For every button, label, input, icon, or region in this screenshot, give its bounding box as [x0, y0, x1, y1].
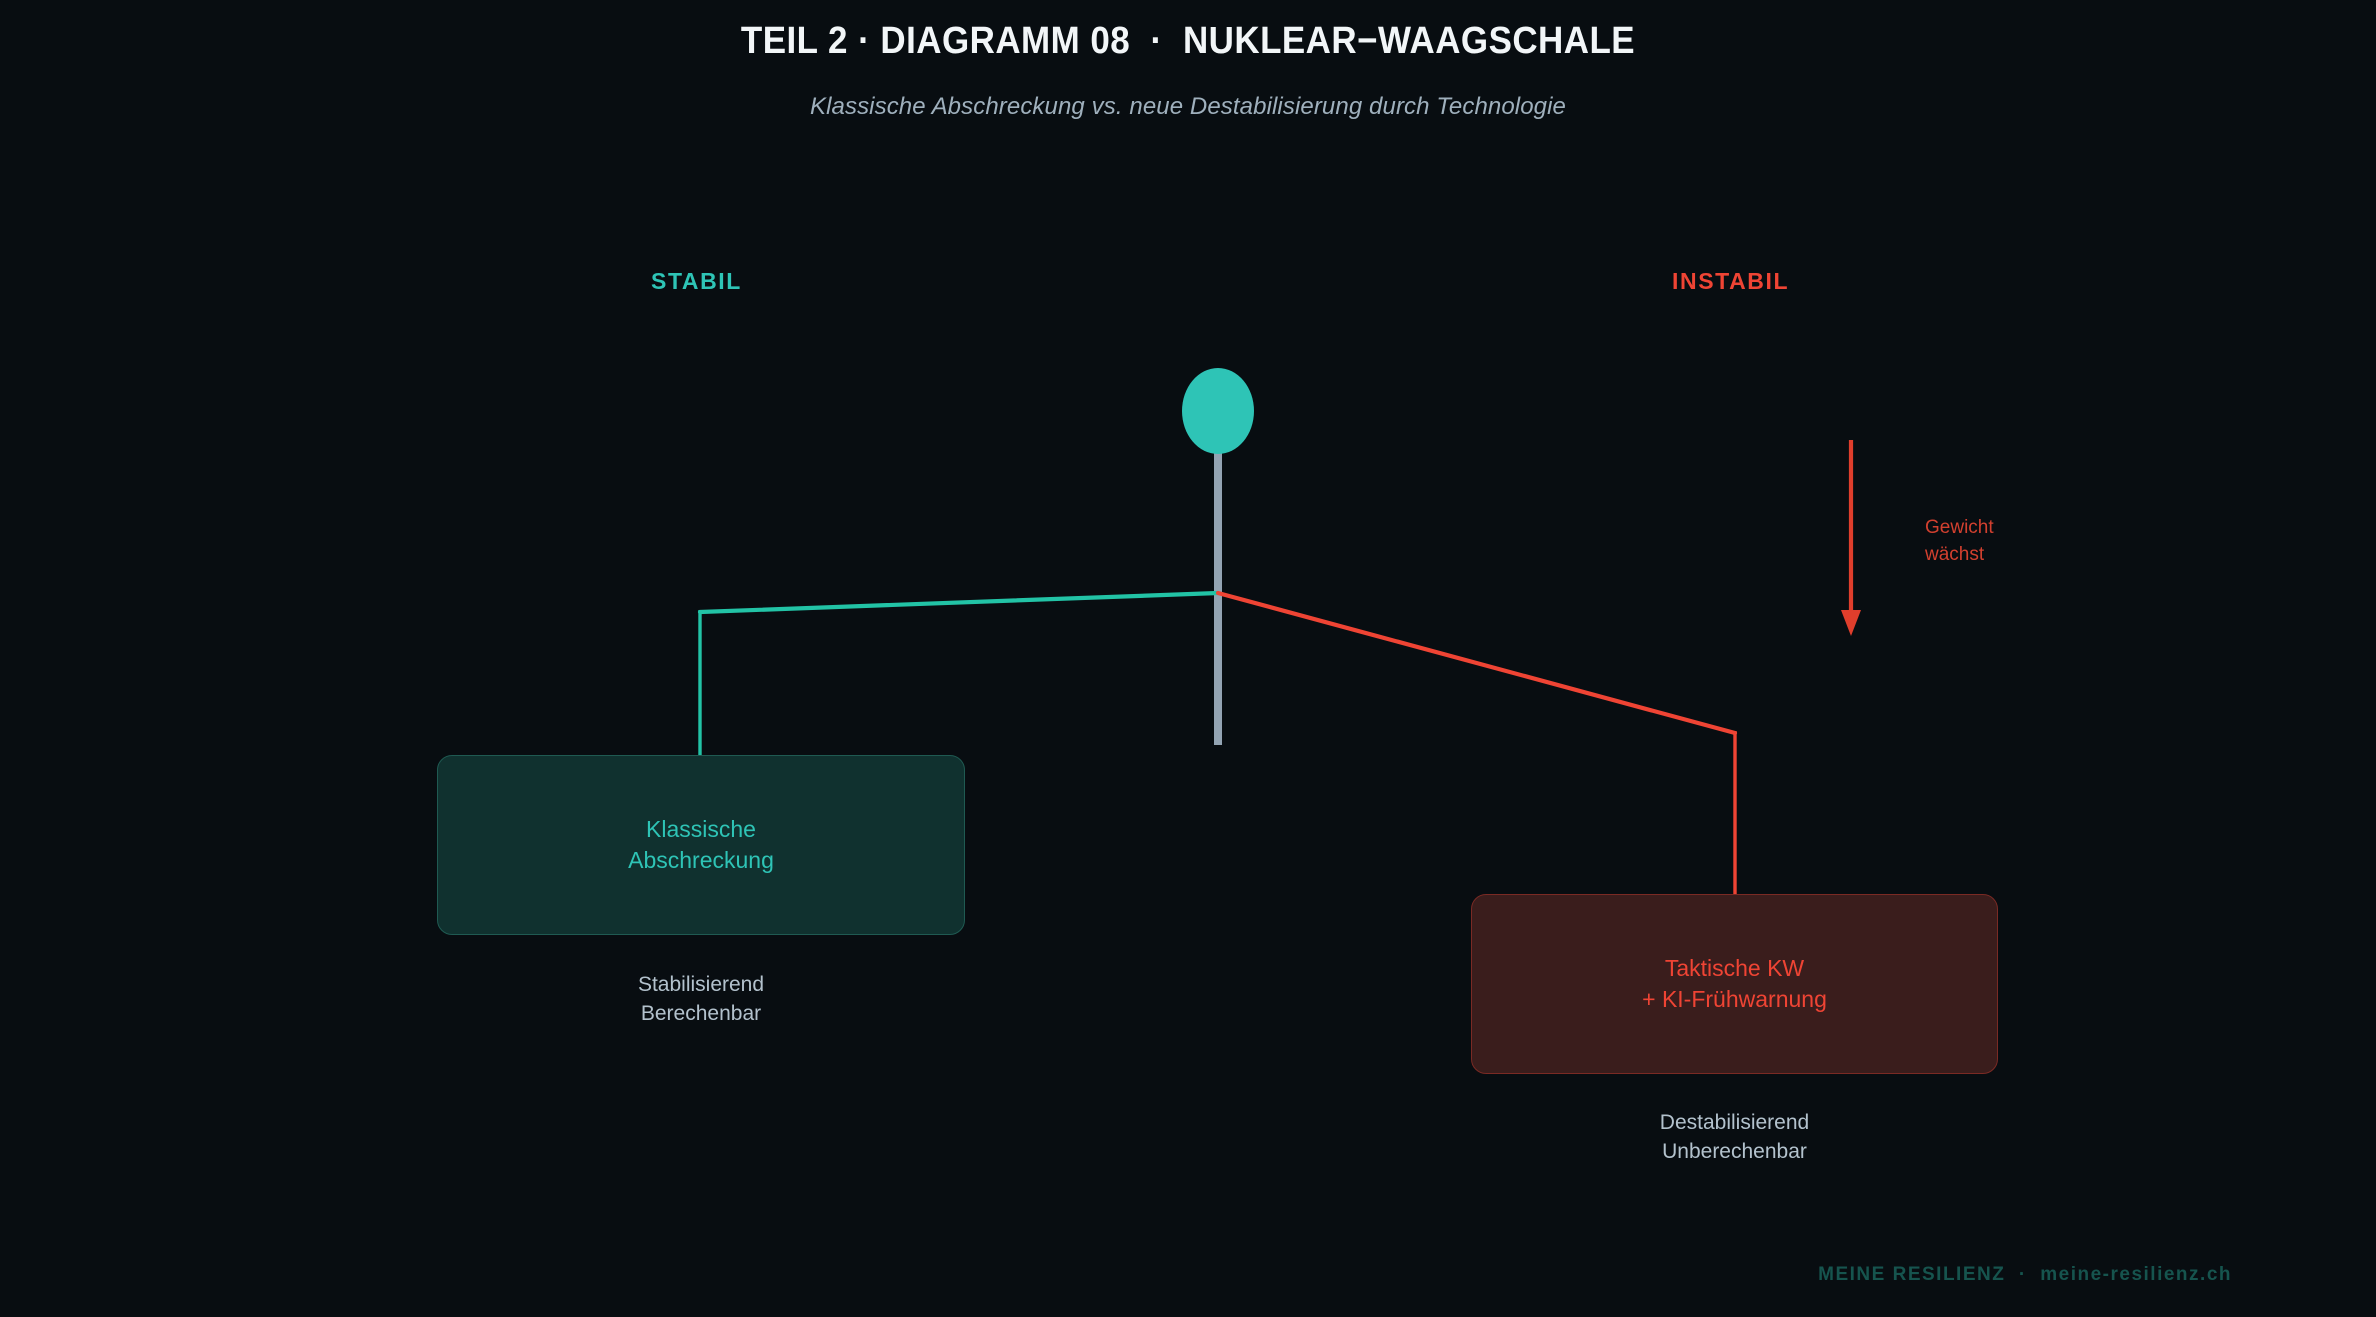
beam-arm-left	[697, 590, 1221, 615]
caption-right: Destabilisierend Unberechenbar	[1659, 1111, 1810, 1164]
pan-left-label: Klassische Abschreckung	[628, 815, 774, 873]
label-unstable: INSTABIL	[1672, 268, 1790, 294]
footer-branding: MEINE RESILIENZ · meine-resilienz.ch	[1818, 1264, 2232, 1285]
beam-arm-right	[1215, 590, 1738, 736]
pan-right-label: Taktische KW + KI-Frühwarnung	[1642, 954, 1827, 1012]
weight-growing-annotation: Gewicht wächst	[1925, 517, 1994, 565]
caption-left: Stabilisierend Berechenbar	[637, 973, 765, 1026]
label-stable: STABIL	[651, 268, 742, 294]
pan-right-tactical-nuclear[interactable]: Taktische KW + KI-Frühwarnung	[1471, 894, 1998, 1074]
page-subtitle: Klassische Abschreckung vs. neue Destabi…	[809, 93, 1567, 120]
page-title: TEIL 2 · DIAGRAMM 08 · NUKLEAR−WAAGSCHAL…	[740, 20, 1636, 62]
pan-left-classical-deterrence[interactable]: Klassische Abschreckung	[437, 755, 965, 935]
fulcrum-ball	[1182, 368, 1254, 454]
weight-arrow-head-icon	[1841, 610, 1861, 636]
balance-post	[1214, 440, 1222, 745]
